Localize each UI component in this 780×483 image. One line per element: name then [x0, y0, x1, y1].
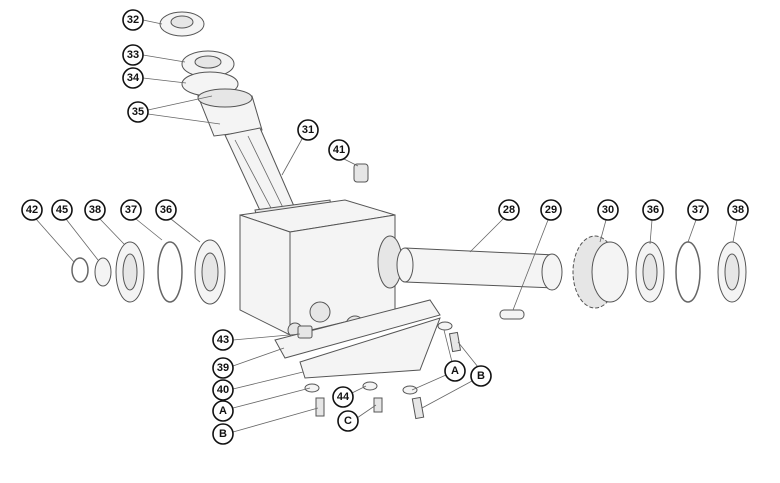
callout-36-right: 36 [642, 199, 664, 221]
callout-43: 43 [212, 329, 234, 351]
callouts: 32 33 34 35 31 41 42 45 38 37 36 28 29 3… [21, 9, 749, 445]
callout-label: 33 [127, 49, 139, 61]
callout-label: 37 [692, 204, 704, 216]
callout-label: A [219, 405, 227, 417]
callout-label: 44 [337, 391, 350, 403]
callout-label: B [477, 370, 485, 382]
callout-B-right: B [470, 365, 492, 387]
part-32-bore [170, 15, 194, 29]
part-28-output-shaft [404, 247, 556, 289]
callout-35: 35 [127, 101, 149, 123]
callout-label: 37 [125, 204, 137, 216]
part-37-circlip-left [157, 241, 183, 303]
callout-31: 31 [297, 119, 319, 141]
callout-label: 36 [160, 204, 172, 216]
callout-42: 42 [21, 199, 43, 221]
part-45-washer [94, 257, 112, 287]
part-28-end [541, 253, 563, 291]
part-38-bore [724, 253, 740, 291]
washer-A [402, 385, 418, 395]
callout-label: B [219, 428, 227, 440]
part-41-breather [353, 163, 369, 183]
housing-front [239, 214, 291, 336]
part-43-plug [297, 325, 313, 339]
part-38-bore [122, 253, 138, 291]
part-39-gasket [274, 299, 441, 359]
callout-label: 41 [333, 144, 345, 156]
callout-37-left: 37 [120, 199, 142, 221]
callout-C: C [337, 410, 359, 432]
washer-A [437, 321, 453, 331]
callout-label: 36 [647, 204, 659, 216]
callout-37-right: 37 [687, 199, 709, 221]
callout-label: 31 [302, 124, 314, 136]
callout-label: 28 [503, 204, 515, 216]
callout-B-left: B [212, 423, 234, 445]
callout-label: 35 [132, 106, 144, 118]
callout-label: 45 [56, 204, 68, 216]
callout-A-right: A [444, 360, 466, 382]
callout-A-left: A [212, 400, 234, 422]
bolt-B [448, 331, 462, 353]
washer-44 [362, 381, 378, 391]
part-33-bore [194, 55, 222, 69]
callout-39: 39 [212, 357, 234, 379]
callout-40: 40 [212, 379, 234, 401]
callout-label: 40 [217, 384, 229, 396]
callout-44: 44 [332, 386, 354, 408]
housing-port [309, 301, 331, 323]
callout-label: 32 [127, 14, 139, 26]
callout-label: 43 [217, 334, 229, 346]
callout-label: C [344, 415, 352, 427]
part-40-plate [299, 317, 441, 379]
callout-32: 32 [122, 9, 144, 31]
bolt-B [315, 397, 325, 417]
callout-label: 42 [26, 204, 38, 216]
leader-lines [35, 19, 738, 433]
callout-label: 38 [89, 204, 101, 216]
callout-label: A [451, 365, 459, 377]
callout-34: 34 [122, 67, 144, 89]
callout-38-left: 38 [84, 199, 106, 221]
part-35-cup [197, 88, 253, 108]
callout-45: 45 [51, 199, 73, 221]
parts-drawing [71, 11, 747, 420]
screw-C [373, 397, 383, 413]
callout-28: 28 [498, 199, 520, 221]
part-29-key [499, 309, 525, 320]
callout-36-left: 36 [155, 199, 177, 221]
callout-30: 30 [597, 199, 619, 221]
callout-label: 30 [602, 204, 614, 216]
callout-label: 38 [732, 204, 744, 216]
part-28-end [396, 247, 414, 283]
callout-33: 33 [122, 44, 144, 66]
callout-label: 34 [127, 72, 140, 84]
callout-label: 39 [217, 362, 229, 374]
callout-label: 29 [545, 204, 557, 216]
bolt-B [411, 396, 425, 420]
callout-29: 29 [540, 199, 562, 221]
part-37-circlip-right [675, 241, 701, 303]
washer-A [304, 383, 320, 393]
callout-41: 41 [328, 139, 350, 161]
callout-38-right: 38 [727, 199, 749, 221]
part-30-hub [591, 241, 629, 303]
part-36-bore [642, 253, 658, 291]
part-36-bore [201, 252, 219, 292]
part-42-circlip [71, 257, 89, 283]
